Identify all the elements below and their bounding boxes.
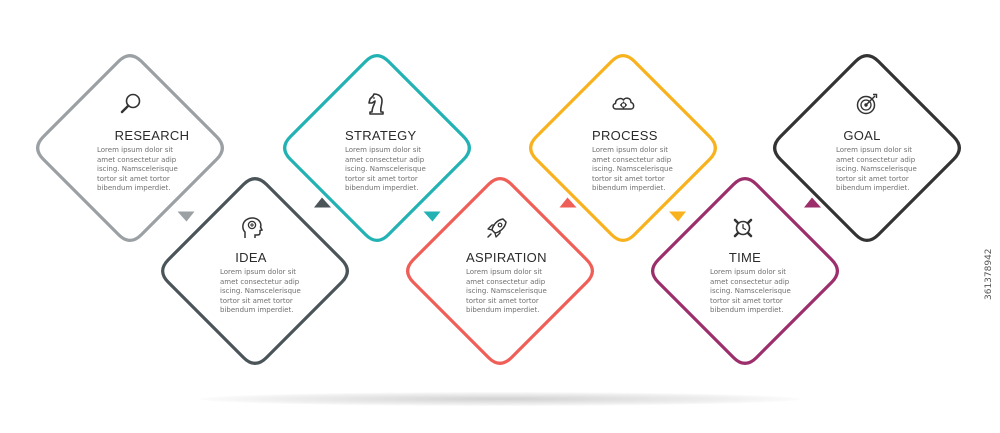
step-outline-goal (773, 54, 961, 242)
connector-arrow (177, 211, 195, 222)
connector-arrow (423, 211, 441, 222)
connector-arrow (559, 197, 577, 208)
step-outline-research (36, 54, 224, 242)
step-idea: IDEA Lorem ipsum dolor sit amet consecte… (220, 250, 370, 316)
wristwatch-icon (733, 218, 753, 238)
connector-arrow (669, 211, 686, 222)
step-title: ASPIRATION (466, 250, 547, 265)
step-description: Lorem ipsum dolor sit amet consectetur a… (466, 268, 547, 315)
step-title: IDEA (235, 250, 267, 265)
connector-arrow (804, 197, 821, 208)
step-outline-aspiration (406, 177, 594, 365)
step-title: GOAL (843, 128, 881, 143)
step-strategy: STRATEGY Lorem ipsum dolor sit amet cons… (345, 128, 495, 194)
connector-arrow (314, 197, 331, 208)
step-outline-time (651, 177, 839, 365)
step-outline-strategy (283, 54, 471, 242)
step-title: STRATEGY (345, 128, 417, 143)
step-process: PROCESS Lorem ipsum dolor sit amet conse… (592, 128, 742, 194)
step-description: Lorem ipsum dolor sit amet consectetur a… (220, 268, 301, 315)
step-title: RESEARCH (114, 128, 190, 143)
step-title: PROCESS (592, 128, 658, 143)
step-outline-process (529, 54, 717, 242)
rocket-icon (487, 218, 507, 238)
floor-shadow (200, 392, 800, 406)
chess-knight-icon (368, 93, 384, 115)
stock-id-label: 361378942 (984, 248, 994, 300)
head-brain-icon (242, 217, 264, 238)
step-description: Lorem ipsum dolor sit amet consectetur a… (345, 146, 426, 193)
magnifier-icon (120, 93, 141, 114)
step-outline-idea (161, 177, 349, 365)
step-description: Lorem ipsum dolor sit amet consectetur a… (710, 268, 791, 315)
step-description: Lorem ipsum dolor sit amet consectetur a… (97, 146, 178, 193)
step-description: Lorem ipsum dolor sit amet consectetur a… (592, 146, 673, 193)
target-arrow-icon (856, 93, 878, 115)
step-title: TIME (728, 250, 762, 265)
cloud-gear-icon (612, 97, 635, 110)
step-time: TIME Lorem ipsum dolor sit amet consecte… (710, 250, 860, 316)
step-research: RESEARCH Lorem ipsum dolor sit amet cons… (97, 128, 247, 194)
step-goal: GOAL Lorem ipsum dolor sit amet consecte… (836, 128, 986, 194)
step-description: Lorem ipsum dolor sit amet consectetur a… (836, 146, 917, 193)
step-aspiration: ASPIRATION Lorem ipsum dolor sit amet co… (466, 250, 616, 316)
